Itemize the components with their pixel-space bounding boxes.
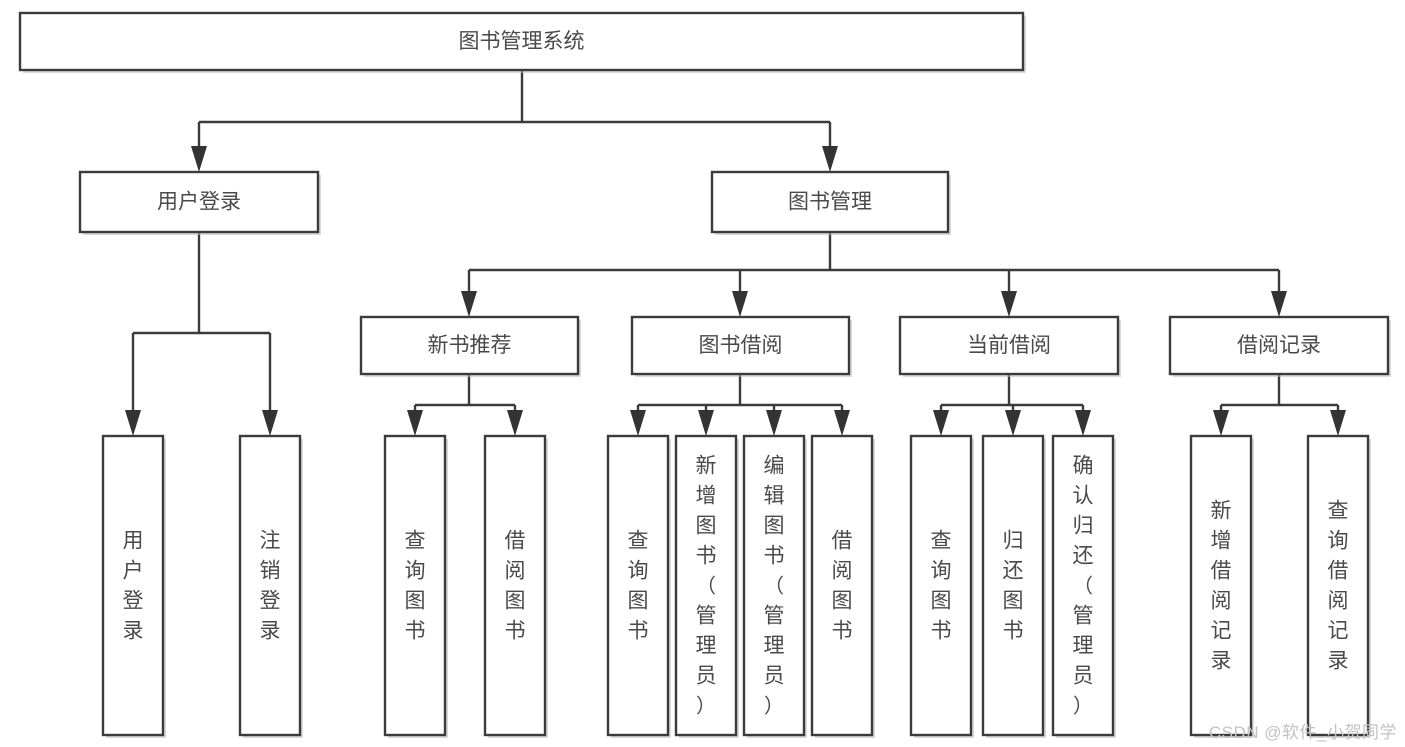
node-leaf-confirm-return[interactable]: 确认归还（管理员） [1051, 434, 1116, 738]
node-label: 图书管理系统 [459, 30, 585, 53]
node-label: 注销登录 [260, 530, 281, 643]
node-label: 借阅图书 [505, 530, 526, 643]
node-leaf-add-record[interactable]: 新增借阅记录 [1189, 434, 1254, 738]
node-user-login[interactable]: 用户登录 [78, 170, 321, 235]
node-label: 查询借阅记录 [1328, 500, 1349, 673]
arrow-head-icon [1075, 410, 1091, 436]
node-box[interactable] [483, 434, 547, 737]
node-label: 确认归还（管理员） [1073, 455, 1094, 718]
node-label: 归还图书 [1003, 530, 1024, 643]
node-box[interactable] [710, 170, 950, 234]
node-label: 新增图书（管理员） [696, 455, 717, 718]
node-root[interactable]: 图书管理系统 [18, 11, 1026, 73]
node-box[interactable] [1051, 434, 1115, 737]
node-box[interactable] [630, 315, 851, 376]
node-current-borrow[interactable]: 当前借阅 [898, 315, 1121, 377]
arrow-head-icon [732, 291, 748, 317]
node-box[interactable] [742, 434, 806, 737]
node-label: 查询图书 [628, 530, 649, 643]
node-box[interactable] [101, 434, 165, 737]
node-leaf-borrow-book[interactable]: 借阅图书 [810, 434, 875, 738]
arrow-head-icon [1271, 291, 1287, 317]
node-book-borrow[interactable]: 图书借阅 [630, 315, 852, 377]
arrow-head-icon [834, 410, 850, 436]
arrow-head-icon [698, 410, 714, 436]
node-new-book-rec[interactable]: 新书推荐 [359, 315, 581, 377]
arrow-head-icon [822, 146, 838, 172]
node-label: 编辑图书（管理员） [764, 455, 785, 718]
node-label: 用户登录 [157, 191, 241, 214]
node-layer: 图书管理系统用户登录图书管理新书推荐图书借阅当前借阅借阅记录用户登录注销登录查询… [18, 11, 1391, 738]
node-box[interactable] [1168, 315, 1390, 376]
node-label: 用户登录 [123, 530, 144, 643]
node-leaf-query-book-rec[interactable]: 查询图书 [383, 434, 448, 738]
arrow-head-icon [191, 146, 207, 172]
node-box[interactable] [1189, 434, 1253, 737]
node-label: 图书管理 [788, 191, 872, 214]
connector-group [933, 374, 1091, 436]
arrow-head-icon [461, 291, 477, 317]
arrow-head-icon [125, 410, 141, 436]
connector-group [630, 374, 850, 436]
node-leaf-query-book-borrow[interactable]: 查询图书 [606, 434, 671, 738]
node-box[interactable] [606, 434, 670, 737]
arrow-head-icon [262, 410, 278, 436]
node-borrow-record[interactable]: 借阅记录 [1168, 315, 1391, 377]
node-leaf-user-login[interactable]: 用户登录 [101, 434, 166, 738]
node-leaf-return-book[interactable]: 归还图书 [981, 434, 1046, 738]
node-box[interactable] [18, 11, 1025, 72]
arrow-head-icon [1213, 410, 1229, 436]
connector-group [461, 232, 1287, 317]
node-box[interactable] [810, 434, 874, 737]
node-box[interactable] [898, 315, 1120, 376]
connector-group [191, 70, 838, 172]
node-label: 当前借阅 [967, 334, 1051, 357]
arrow-head-icon [1001, 291, 1017, 317]
node-box[interactable] [78, 170, 320, 234]
node-leaf-logout[interactable]: 注销登录 [238, 434, 303, 738]
node-box[interactable] [674, 434, 738, 737]
node-box[interactable] [909, 434, 973, 737]
node-label: 查询图书 [931, 530, 952, 643]
connector-layer [125, 70, 1346, 436]
arrow-head-icon [407, 410, 423, 436]
arrow-head-icon [933, 410, 949, 436]
arrow-head-icon [630, 410, 646, 436]
arrow-head-icon [1330, 410, 1346, 436]
connector-group [125, 232, 278, 436]
arrow-head-icon [1005, 410, 1021, 436]
arrow-head-icon [766, 410, 782, 436]
node-box[interactable] [981, 434, 1045, 737]
node-leaf-query-book-cur[interactable]: 查询图书 [909, 434, 974, 738]
node-label: 借阅图书 [832, 530, 853, 643]
node-label: 借阅记录 [1237, 334, 1321, 357]
connector-group [1213, 374, 1346, 436]
arrow-head-icon [507, 410, 523, 436]
node-label: 新增借阅记录 [1211, 500, 1232, 673]
node-leaf-borrow-book-rec[interactable]: 借阅图书 [483, 434, 548, 738]
connector-group [407, 374, 523, 436]
node-leaf-add-book[interactable]: 新增图书（管理员） [674, 434, 739, 738]
node-label: 查询图书 [405, 530, 426, 643]
node-book-manage[interactable]: 图书管理 [710, 170, 951, 235]
node-label: 新书推荐 [428, 334, 512, 357]
node-box[interactable] [1306, 434, 1370, 737]
node-box[interactable] [359, 315, 580, 376]
node-box[interactable] [383, 434, 447, 737]
node-box[interactable] [238, 434, 302, 737]
node-leaf-query-record[interactable]: 查询借阅记录 [1306, 434, 1371, 738]
node-leaf-edit-book[interactable]: 编辑图书（管理员） [742, 434, 807, 738]
node-label: 图书借阅 [699, 334, 783, 357]
